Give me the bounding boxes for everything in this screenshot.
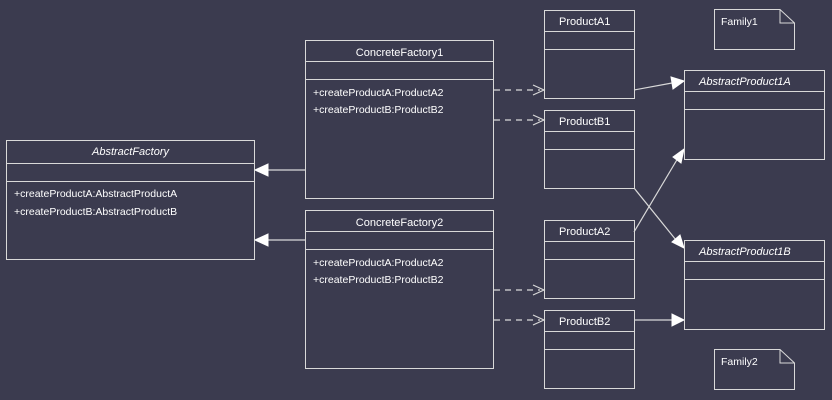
class-product-a1[interactable]: ProductA1: [544, 10, 635, 99]
arrowhead-a1-1a: [670, 76, 686, 90]
arrowhead-a2-1a: [672, 147, 685, 164]
class-divider: [545, 241, 634, 242]
method-create-product-a: +createProductA:AbstractProductA: [14, 188, 178, 200]
arrowhead-b2-1b: [671, 313, 686, 327]
class-divider: [545, 49, 634, 50]
class-name: ProductB2: [559, 316, 611, 328]
class-name: ConcreteFactory2: [355, 217, 444, 229]
arrowhead-cf2-af: [253, 233, 269, 247]
class-name: AbstractProduct1A: [699, 76, 791, 88]
class-product-b2[interactable]: ProductB2: [544, 310, 635, 389]
note-text: Family2: [721, 356, 758, 368]
method-create-product-b: +createProductB:AbstractProductB: [14, 206, 178, 218]
class-name: ProductA1: [559, 16, 611, 28]
class-concrete-factory-2[interactable]: ConcreteFactory2 +createProductA:Product…: [305, 210, 494, 369]
class-divider: [545, 331, 634, 332]
class-name: ConcreteFactory1: [355, 47, 444, 59]
method-create-product-b: +createProductB:ProductB2: [313, 104, 444, 116]
note-family1[interactable]: Family1: [714, 9, 795, 50]
method-create-product-a: +createProductA:ProductA2: [313, 87, 444, 99]
class-divider: [685, 261, 824, 262]
class-divider: [545, 31, 634, 32]
class-divider: [545, 149, 634, 150]
class-abstract-factory[interactable]: AbstractFactory +createProductA:Abstract…: [6, 140, 255, 260]
class-product-b1[interactable]: ProductB1: [544, 110, 635, 189]
class-name: AbstractProduct1B: [699, 246, 791, 258]
note-shape: [714, 349, 795, 390]
class-abstract-product-1a[interactable]: AbstractProduct1A: [684, 70, 825, 160]
real-a2-to-1a: [633, 157, 679, 233]
class-divider: [545, 259, 634, 260]
class-name: ProductA2: [559, 226, 611, 238]
class-name: AbstractFactory: [91, 146, 170, 158]
class-name: ProductB1: [559, 116, 611, 128]
real-b1-to-1b: [633, 187, 677, 241]
arrowhead-cf1-af: [253, 163, 269, 177]
arrowhead-b1-1b: [671, 234, 685, 249]
class-divider: [306, 231, 493, 232]
class-concrete-factory-1[interactable]: ConcreteFactory1 +createProductA:Product…: [305, 40, 494, 199]
note-family2[interactable]: Family2: [714, 349, 795, 390]
class-divider: [685, 279, 824, 280]
class-abstract-product-1b[interactable]: AbstractProduct1B: [684, 240, 825, 330]
class-divider: [685, 91, 824, 92]
class-divider: [306, 79, 493, 80]
class-divider: [306, 61, 493, 62]
class-divider: [306, 249, 493, 250]
class-divider: [545, 349, 634, 350]
method-create-product-a: +createProductA:ProductA2: [313, 257, 444, 269]
class-product-a2[interactable]: ProductA2: [544, 220, 635, 299]
real-a1-to-1a: [633, 82, 673, 91]
note-shape: [714, 9, 795, 50]
class-divider: [685, 109, 824, 110]
method-create-product-b: +createProductB:ProductB2: [313, 274, 444, 286]
class-divider: [7, 181, 254, 182]
note-text: Family1: [721, 16, 758, 28]
class-divider: [545, 131, 634, 132]
class-divider: [7, 163, 254, 164]
